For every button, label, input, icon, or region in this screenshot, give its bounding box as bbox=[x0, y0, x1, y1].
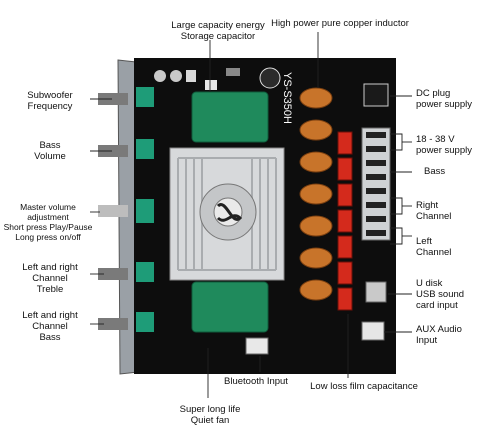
knob-channel-bass bbox=[98, 312, 154, 332]
label-inductor: High power pure copper inductor bbox=[271, 18, 409, 29]
knob-treble bbox=[98, 262, 154, 282]
model-text: YS-S350H bbox=[281, 72, 293, 124]
label-dc-plug: DC plug power supply bbox=[416, 88, 472, 110]
label-treble: Left and right Channel Treble bbox=[22, 262, 78, 295]
label-bluetooth: Bluetooth Input bbox=[224, 376, 288, 387]
heatsink-fan bbox=[169, 147, 285, 281]
label-bass: Bass bbox=[424, 166, 446, 177]
film-capacitors bbox=[337, 131, 353, 311]
knobs bbox=[98, 87, 154, 332]
knob-subwoofer-frequency bbox=[98, 87, 154, 107]
label-power-supply: 18 - 38 V power supply bbox=[416, 134, 472, 156]
label-usb: U disk USB sound card input bbox=[416, 278, 465, 311]
usb-port bbox=[365, 281, 387, 303]
storage-capacitor-top bbox=[191, 91, 269, 143]
label-left-channel: Left Channel bbox=[416, 236, 452, 258]
bluetooth-module bbox=[245, 337, 269, 355]
label-storage-capacitor: Large capacity energy Storage capacitor bbox=[171, 20, 265, 42]
storage-capacitor-bottom bbox=[191, 281, 269, 333]
label-subwoofer-frequency: Subwoofer Frequency bbox=[27, 90, 73, 112]
knob-master-volume bbox=[98, 199, 154, 223]
dc-plug bbox=[363, 83, 389, 107]
label-master-volume: Master volume adjustment Short press Pla… bbox=[3, 202, 93, 242]
label-right-channel: Right Channel bbox=[416, 200, 452, 222]
aux-port bbox=[361, 321, 385, 341]
label-film-capacitance: Low loss film capacitance bbox=[310, 381, 418, 392]
label-channel-bass: Left and right Channel Bass bbox=[22, 310, 78, 343]
label-fan: Super long life Quiet fan bbox=[179, 404, 241, 426]
knob-bass-volume bbox=[98, 139, 154, 159]
callout-lines bbox=[90, 32, 412, 398]
inductors bbox=[299, 87, 333, 301]
label-bass-volume: Bass Volume bbox=[34, 140, 66, 162]
terminal-block bbox=[361, 127, 391, 241]
label-aux: AUX Audio Input bbox=[416, 324, 462, 346]
